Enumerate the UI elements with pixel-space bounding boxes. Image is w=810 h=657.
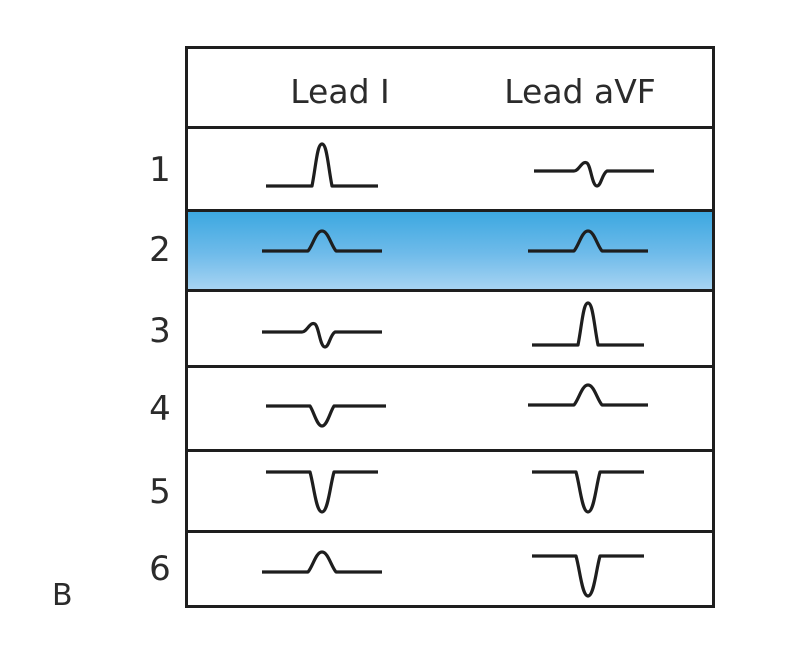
waveform-row-1-lead-avf bbox=[534, 160, 654, 188]
row-number: 6 bbox=[149, 549, 171, 589]
waveform-row-2-lead-avf bbox=[528, 229, 648, 253]
waveform-row-4-lead-i bbox=[266, 404, 386, 428]
row-number: 3 bbox=[149, 311, 171, 351]
row-divider bbox=[185, 449, 715, 452]
row-number: 5 bbox=[149, 472, 171, 512]
row-number: 4 bbox=[149, 389, 171, 429]
column-header-lead-avf: Lead aVF bbox=[504, 72, 656, 111]
row-divider bbox=[185, 126, 715, 129]
row-divider bbox=[185, 365, 715, 368]
waveform-row-5-lead-i bbox=[266, 470, 378, 514]
waveform-row-1-lead-i bbox=[266, 142, 378, 188]
waveform-row-3-lead-avf bbox=[532, 301, 644, 347]
column-header-lead-i: Lead I bbox=[290, 72, 390, 111]
row-number: 2 bbox=[149, 230, 171, 270]
waveform-row-3-lead-i bbox=[262, 321, 382, 349]
waveform-row-5-lead-avf bbox=[532, 470, 644, 514]
row-divider bbox=[185, 289, 715, 292]
row-divider bbox=[185, 209, 715, 212]
waveform-row-2-lead-i bbox=[262, 229, 382, 253]
panel-label: B bbox=[52, 578, 73, 613]
waveform-row-6-lead-i bbox=[262, 550, 382, 574]
row-divider bbox=[185, 530, 715, 533]
row-number: 1 bbox=[149, 150, 171, 190]
axis-table bbox=[185, 46, 715, 608]
waveform-row-6-lead-avf bbox=[532, 554, 644, 598]
waveform-row-4-lead-avf bbox=[528, 383, 648, 407]
